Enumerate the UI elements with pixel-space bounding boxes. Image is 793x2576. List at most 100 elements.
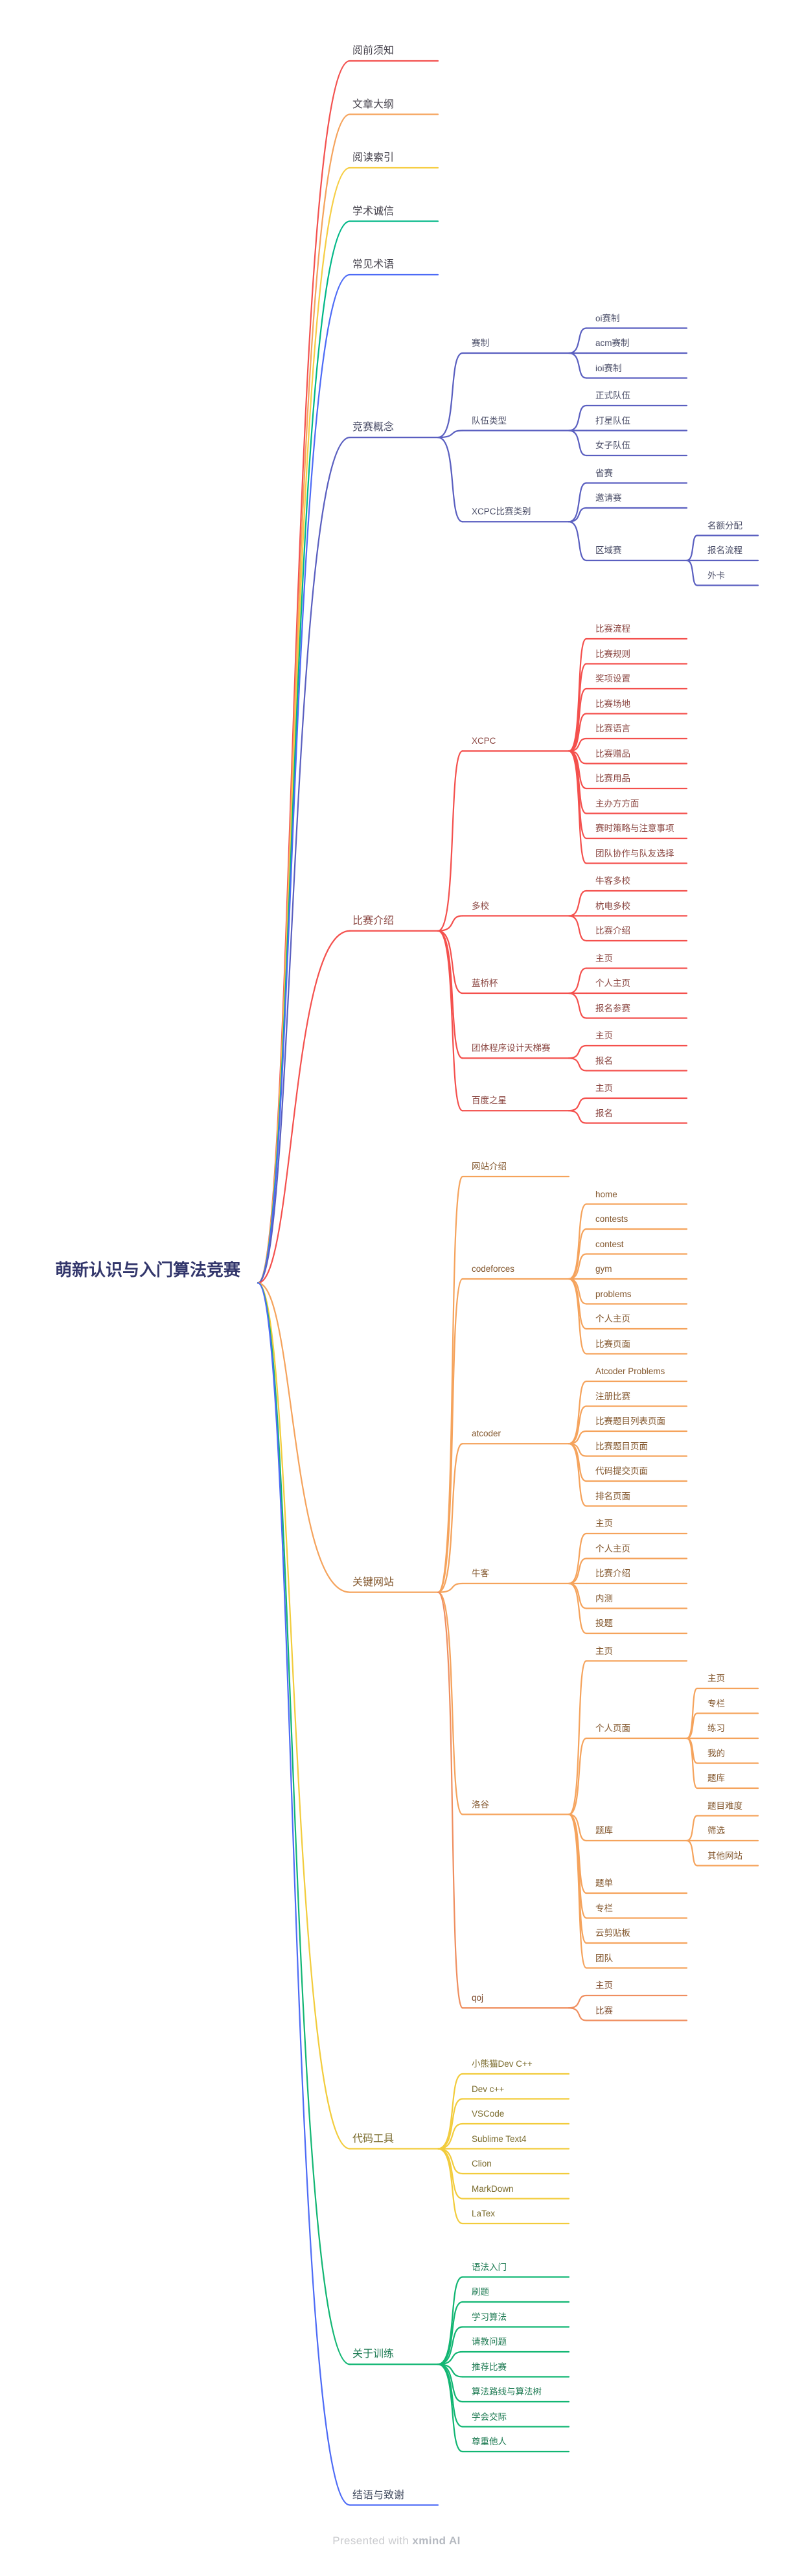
mindmap-node[interactable]: 外卡: [707, 570, 725, 581]
mindmap-node[interactable]: 关键网站: [352, 1576, 395, 1588]
mindmap-node[interactable]: 洛谷: [472, 1799, 489, 1810]
mindmap-node[interactable]: 报名流程: [707, 546, 742, 555]
mindmap-node[interactable]: 阅读索引: [352, 152, 395, 163]
mindmap-node[interactable]: 代码工具: [352, 2133, 395, 2145]
mindmap-node[interactable]: 代码提交页面: [595, 1466, 648, 1476]
mindmap-node[interactable]: 报名: [595, 1055, 613, 1066]
mindmap-node[interactable]: 百度之星: [472, 1096, 507, 1106]
mindmap-node[interactable]: 主页: [595, 1981, 613, 1990]
mindmap-node[interactable]: 主页: [595, 953, 613, 963]
mindmap-node[interactable]: qoj: [472, 1993, 484, 2003]
mindmap-node[interactable]: 结语与致谢: [352, 2489, 405, 2501]
mindmap-node[interactable]: 比赛用品: [595, 774, 630, 783]
mindmap-node[interactable]: 比赛赠品: [595, 748, 630, 759]
mindmap-node[interactable]: problems: [595, 1289, 632, 1299]
mindmap-node[interactable]: 题单: [595, 1878, 613, 1888]
mindmap-node[interactable]: oi赛制: [595, 313, 620, 323]
mindmap-node[interactable]: 题目难度: [707, 1800, 742, 1811]
mindmap-node[interactable]: 女子队伍: [595, 441, 630, 450]
mindmap-node[interactable]: 主页: [707, 1673, 725, 1683]
mindmap-node[interactable]: 团队: [595, 1953, 613, 1963]
mindmap-node[interactable]: 学会交际: [472, 2411, 507, 2422]
mindmap-node[interactable]: atcoder: [472, 1429, 501, 1439]
mindmap-node[interactable]: 打星队伍: [595, 415, 630, 426]
mindmap-node[interactable]: 多校: [472, 901, 489, 911]
mindmap-node[interactable]: LaTex: [472, 2209, 496, 2218]
mindmap-node[interactable]: 筛选: [707, 1826, 725, 1835]
mindmap-node[interactable]: 正式队伍: [595, 391, 630, 400]
mindmap-node[interactable]: 主页: [595, 1031, 613, 1041]
mindmap-node[interactable]: 比赛介绍: [352, 915, 395, 926]
mindmap-node[interactable]: 语法入门: [472, 2262, 507, 2272]
mindmap-node[interactable]: 牛客: [472, 1569, 489, 1578]
mindmap-node[interactable]: 主页: [595, 1083, 613, 1093]
mindmap-node[interactable]: 关于训练: [352, 2349, 395, 2360]
mindmap-node[interactable]: 学术诚信: [352, 205, 395, 217]
mindmap-node[interactable]: XCPC比赛类别: [472, 507, 531, 517]
mindmap-node[interactable]: 报名参赛: [595, 1003, 630, 1013]
mindmap-node[interactable]: 题库: [707, 1773, 725, 1783]
mindmap-node[interactable]: 推荐比赛: [472, 2362, 507, 2372]
mindmap-node[interactable]: 投题: [595, 1618, 613, 1628]
mindmap-node[interactable]: 专栏: [595, 1903, 613, 1913]
mindmap-node[interactable]: 排名页面: [595, 1491, 630, 1501]
mindmap-node[interactable]: 比赛介绍: [595, 926, 630, 936]
mindmap-node[interactable]: VSCode: [472, 2109, 505, 2119]
mindmap-node[interactable]: 区域赛: [595, 546, 622, 555]
mindmap-node[interactable]: 小熊猫Dev C++: [472, 2059, 533, 2069]
mindmap-node[interactable]: 注册比赛: [595, 1391, 630, 1401]
mindmap-node[interactable]: 网站介绍: [472, 1162, 507, 1171]
mindmap-node[interactable]: 邀请赛: [595, 493, 622, 503]
mindmap-node[interactable]: 算法路线与算法树: [472, 2387, 542, 2397]
mindmap-node[interactable]: 赛制: [472, 338, 489, 348]
mindmap-node[interactable]: Atcoder Problems: [595, 1366, 665, 1376]
mindmap-node[interactable]: 比赛语言: [595, 724, 630, 733]
mindmap-node[interactable]: 牛客多校: [595, 876, 630, 886]
mindmap-node[interactable]: 个人页面: [595, 1723, 630, 1733]
mindmap-node[interactable]: 个人主页: [595, 1543, 630, 1554]
mindmap-node[interactable]: 比赛题目列表页面: [595, 1416, 665, 1426]
root-topic[interactable]: 萌新认识与入门算法竞赛: [54, 1260, 240, 1280]
mindmap-node[interactable]: 比赛规则: [595, 649, 630, 659]
mindmap-node[interactable]: ioi赛制: [595, 363, 622, 373]
mindmap-node[interactable]: 赛时策略与注意事项: [595, 823, 674, 833]
mindmap-node[interactable]: 我的: [707, 1748, 725, 1758]
mindmap-node[interactable]: 学习算法: [472, 2312, 507, 2322]
mindmap-node[interactable]: 内测: [595, 1593, 613, 1604]
mindmap-node[interactable]: 团体程序设计天梯赛: [472, 1043, 551, 1053]
mindmap-node[interactable]: 其他网站: [707, 1850, 742, 1861]
mindmap-node[interactable]: acm赛制: [595, 338, 630, 348]
mindmap-node[interactable]: 省赛: [595, 468, 613, 478]
mindmap-node[interactable]: home: [595, 1189, 617, 1199]
mindmap-node[interactable]: 练习: [707, 1723, 725, 1733]
mindmap-node[interactable]: 比赛场地: [595, 698, 630, 709]
mindmap-node[interactable]: 刷题: [472, 2287, 489, 2297]
mindmap-node[interactable]: 比赛页面: [595, 1339, 630, 1349]
mindmap-node[interactable]: 请教问题: [472, 2337, 507, 2347]
mindmap-node[interactable]: contests: [595, 1214, 628, 1224]
mindmap-node[interactable]: contest: [595, 1239, 624, 1249]
mindmap-node[interactable]: 杭电多校: [595, 901, 630, 911]
mindmap-node[interactable]: Sublime Text4: [472, 2133, 527, 2144]
mindmap-node[interactable]: 主页: [595, 1519, 613, 1528]
mindmap-node[interactable]: 名额分配: [707, 520, 742, 531]
mindmap-node[interactable]: 比赛介绍: [595, 1569, 630, 1578]
mindmap-node[interactable]: gym: [595, 1264, 612, 1274]
mindmap-node[interactable]: 题库: [595, 1826, 613, 1835]
mindmap-node[interactable]: 比赛流程: [595, 624, 630, 634]
mindmap-node[interactable]: 阅前须知: [352, 45, 395, 56]
mindmap-node[interactable]: 主页: [595, 1646, 613, 1656]
mindmap-node[interactable]: 文章大纲: [352, 98, 395, 110]
mindmap-node[interactable]: 比赛题目页面: [595, 1441, 648, 1451]
mindmap-node[interactable]: 报名: [595, 1108, 613, 1118]
mindmap-node[interactable]: MarkDown: [472, 2183, 514, 2194]
mindmap-node[interactable]: Dev c++: [472, 2084, 505, 2094]
mindmap-node[interactable]: 竞赛概念: [352, 422, 395, 433]
mindmap-node[interactable]: 个人主页: [595, 1314, 630, 1324]
mindmap-node[interactable]: Clion: [472, 2159, 492, 2168]
mindmap-node[interactable]: 比赛: [595, 2005, 613, 2016]
mindmap-node[interactable]: 尊重他人: [472, 2437, 507, 2446]
mindmap-node[interactable]: 奖项设置: [595, 674, 630, 684]
mindmap-node[interactable]: XCPC: [472, 736, 496, 746]
mindmap-node[interactable]: 专栏: [707, 1698, 725, 1708]
